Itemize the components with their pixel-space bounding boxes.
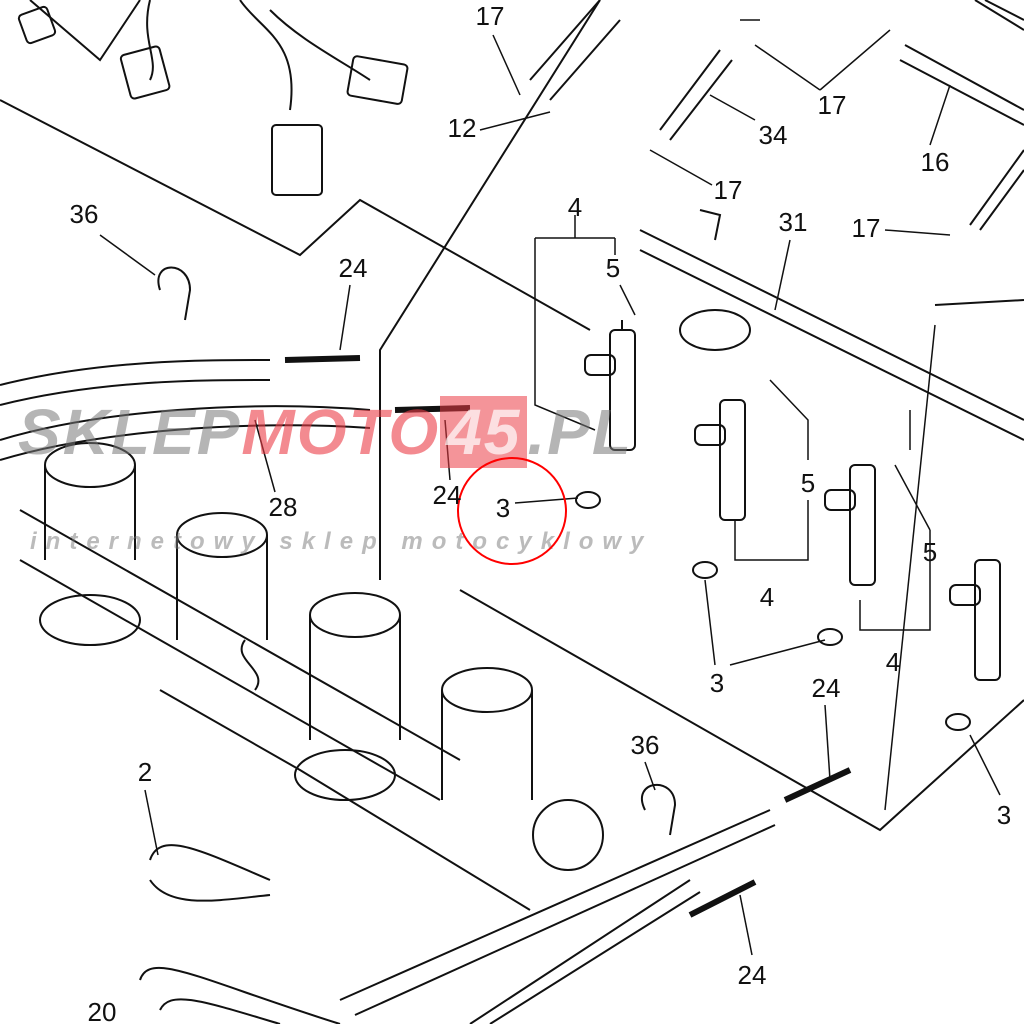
connector	[271, 124, 323, 196]
frame-line	[0, 99, 591, 331]
rail-bracket	[699, 209, 722, 241]
part-label[interactable]: 2	[137, 757, 153, 787]
frame-line	[29, 0, 141, 62]
part-label[interactable]: 3	[709, 668, 725, 698]
part-label-highlighted[interactable]: 3	[495, 493, 511, 523]
injector	[584, 320, 636, 451]
part-label[interactable]: 36	[630, 730, 660, 760]
part-label[interactable]: 24	[338, 253, 368, 283]
clip-36	[157, 266, 192, 321]
part-label[interactable]: 24	[432, 480, 462, 510]
bolt	[783, 767, 852, 803]
connector	[17, 5, 57, 45]
part-label[interactable]: 5	[800, 468, 816, 498]
part-label[interactable]: 16	[920, 147, 950, 177]
injector	[824, 464, 876, 586]
spring	[240, 639, 260, 691]
part-label[interactable]: 34	[758, 120, 788, 150]
hose-34	[659, 49, 733, 141]
highlight-circle	[457, 457, 567, 565]
wiring	[146, 0, 371, 111]
hose-12	[529, 0, 621, 101]
throttle-body-1	[39, 442, 141, 646]
hose-16b	[969, 149, 1024, 231]
part-label[interactable]: 4	[885, 647, 901, 677]
pressure-regulator	[679, 309, 751, 351]
hose	[339, 809, 776, 1016]
part-label[interactable]: 31	[778, 207, 808, 237]
hose-20	[139, 967, 341, 1024]
frame-line	[459, 589, 1024, 832]
fuel-rail	[639, 229, 1024, 441]
clip-36	[641, 783, 677, 836]
frame-line	[379, 0, 601, 580]
hose	[469, 879, 701, 1024]
throttle-body-4	[441, 667, 533, 800]
watermark-part: MOTO	[241, 396, 441, 468]
connector	[119, 45, 171, 100]
watermark-part: 45	[440, 396, 528, 468]
washer-3	[692, 561, 718, 579]
hose-16	[899, 44, 1024, 126]
part-label[interactable]: 4	[759, 582, 775, 612]
part-label[interactable]: 28	[268, 492, 298, 522]
part-label[interactable]: 24	[811, 673, 841, 703]
bolt	[688, 879, 757, 918]
throttle-rail	[19, 509, 531, 911]
part-label[interactable]: 17	[475, 1, 505, 31]
part-label[interactable]: 20	[87, 997, 117, 1024]
part-label[interactable]: 24	[737, 960, 767, 990]
throttle-body-2	[176, 512, 268, 640]
bolt	[284, 355, 361, 363]
washer-3	[575, 491, 601, 509]
hose	[0, 359, 271, 406]
part-label[interactable]: 17	[713, 175, 743, 205]
part-label[interactable]: 4	[567, 192, 583, 222]
tps-sensor	[532, 799, 604, 871]
injector	[694, 399, 746, 521]
leader-lines	[99, 19, 1001, 956]
part-label[interactable]: 17	[817, 90, 847, 120]
spring	[974, 0, 1024, 31]
part-label[interactable]: 5	[922, 537, 938, 567]
washer-3	[945, 713, 971, 731]
part-label[interactable]: 5	[605, 253, 621, 283]
part-label[interactable]: 12	[447, 113, 477, 143]
watermark-part: SKLEP	[18, 396, 242, 468]
hose-28	[0, 405, 371, 461]
part-label[interactable]: 3	[996, 800, 1012, 830]
hose-2	[149, 844, 271, 902]
injector	[949, 559, 1001, 681]
watermark-logo: SKLEPMOTO45.PL	[18, 396, 633, 468]
connector	[346, 55, 409, 105]
part-label[interactable]: 17	[851, 213, 881, 243]
screw-line	[934, 299, 1024, 306]
part-label[interactable]: 36	[69, 199, 99, 229]
washer-3	[817, 628, 843, 646]
watermark-part: .PL	[527, 396, 633, 468]
